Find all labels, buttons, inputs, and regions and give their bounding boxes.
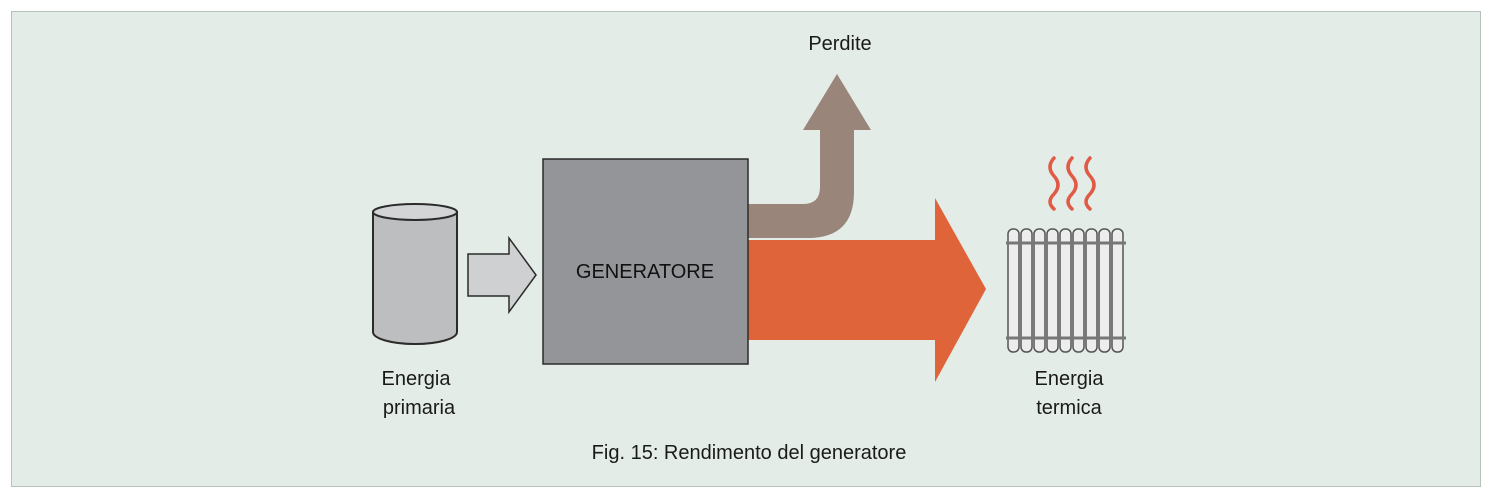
input-arrow [467,235,537,315]
thermal-energy-label-line2: termica [1036,397,1102,419]
figure-caption: Fig. 15: Rendimento del generatore [592,442,907,464]
heat-arrow [748,198,986,382]
radiator-icon [1006,228,1126,353]
tank-icon [372,203,458,345]
thermal-energy-label-line1: Energia [1035,368,1105,390]
generator-box [542,158,749,365]
losses-label: Perdite [808,33,871,55]
primary-energy-label-line1: Energia [382,368,452,390]
losses-arrow [748,74,871,238]
primary-energy-label-line2: primaria [383,397,456,419]
generator-label: GENERATORE [576,261,714,283]
heat-waves-icon [1048,156,1096,211]
